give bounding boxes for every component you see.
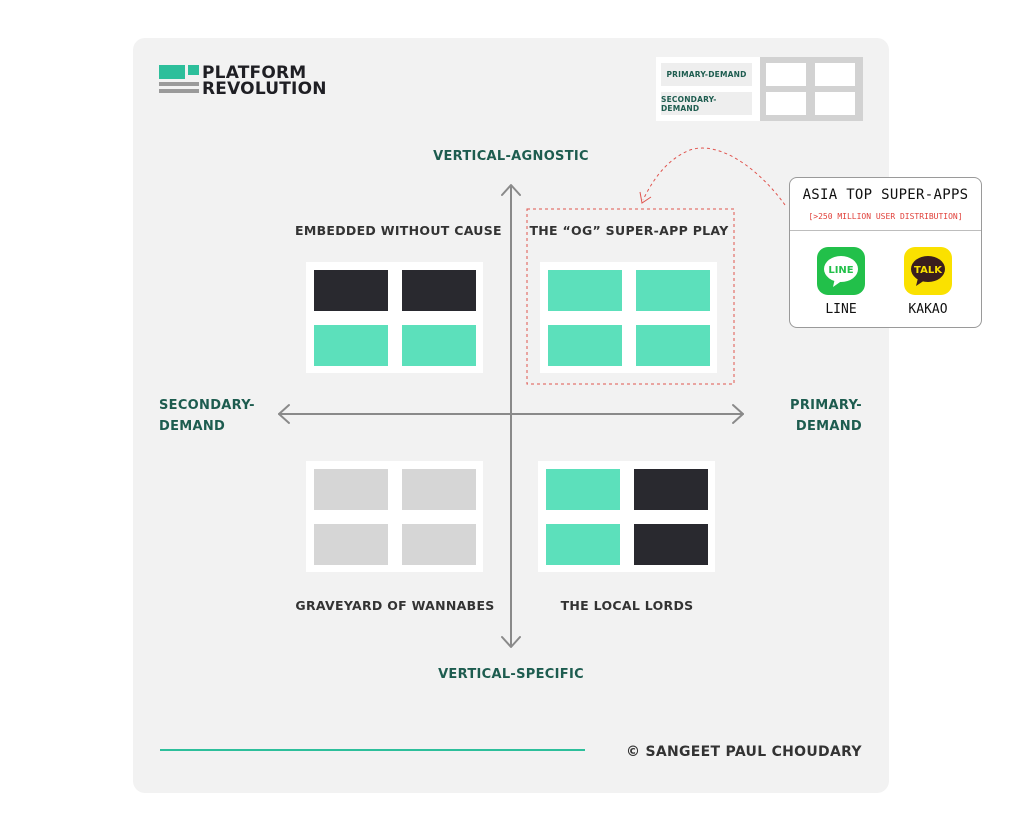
line-logo-icon: LINE [817,247,865,295]
axis-label-right: PRIMARY- DEMAND [762,395,862,437]
quadrant-cell-dark [634,524,708,565]
axis-label-right-line1: PRIMARY- [790,398,862,413]
quadrant-cell-gray [402,524,476,565]
axis-label-left-line1: SECONDARY- [159,398,255,413]
quadrant-cell-green [548,325,622,366]
quadrant-cell-dark [402,270,476,311]
platform-revolution-logo-icon [159,65,199,93]
axis-label-bottom: VERTICAL-SPECIFIC [438,667,584,682]
axis-label-top: VERTICAL-AGNOSTIC [433,149,589,164]
callout-title: ASIA TOP SUPER-APPS [802,187,969,203]
legend-cell [766,63,806,86]
legend-cell [815,63,855,86]
quadrant-cell-dark [314,270,388,311]
footer-copyright: © SANGEET PAUL CHOUDARY [626,744,862,760]
kakaotalk-logo-icon: TALK [904,247,952,295]
kakao-logo-text: TALK [914,265,943,276]
callout-divider [790,230,981,231]
brand-name-line2: REVOLUTION [202,79,327,99]
quadrant-title-top-left: EMBEDDED WITHOUT CAUSE [295,223,502,238]
quadrant-cell-gray [314,469,388,510]
quadrant-cell-dark [634,469,708,510]
quadrant-grid-bottom-left [306,461,483,572]
brand-logo: PLATFORM REVOLUTION [159,63,326,98]
quadrant-cell-gray [402,469,476,510]
axis-label-left: SECONDARY- DEMAND [159,395,255,437]
quadrant-cell-green [546,469,620,510]
quadrant-grid-top-right [540,262,717,373]
callout-subtitle: [>250 MILLION USER DISTRIBUTION] [808,212,963,221]
axis-label-right-line2: DEMAND [795,419,862,434]
quadrant-title-bottom-left: GRAVEYARD OF WANNABES [295,598,495,613]
quadrant-cell-green [636,270,710,311]
app-name-line: LINE [825,302,857,317]
legend-secondary-demand: SECONDARY-DEMAND [661,92,752,115]
quadrant-grid-bottom-right [538,461,715,572]
brand-name-line1: PLATFORM [202,63,307,83]
quadrant-title-bottom-right: THE LOCAL LORDS [560,598,694,613]
quadrant-grid-top-left [306,262,483,373]
legend-grid [760,57,863,121]
super-apps-callout: ASIA TOP SUPER-APPS [>250 MILLION USER D… [789,177,982,328]
line-logo-text: LINE [828,265,853,276]
quadrant-cell-green [546,524,620,565]
legend-primary-demand: PRIMARY-DEMAND [661,63,752,86]
app-name-kakao: KAKAO [908,302,948,317]
axis-label-left-line2: DEMAND [159,419,226,434]
quadrant-cell-gray [314,524,388,565]
footer-rule [160,749,585,751]
quadrant-cell-green [402,325,476,366]
quadrant-cell-green [548,270,622,311]
quadrant-cell-green [314,325,388,366]
legend-cell [766,92,806,115]
quadrant-title-top-right: THE “OG” SUPER-APP PLAY [529,223,729,238]
legend-cell [815,92,855,115]
quadrant-cell-green [636,325,710,366]
legend: PRIMARY-DEMAND SECONDARY-DEMAND [656,57,863,121]
